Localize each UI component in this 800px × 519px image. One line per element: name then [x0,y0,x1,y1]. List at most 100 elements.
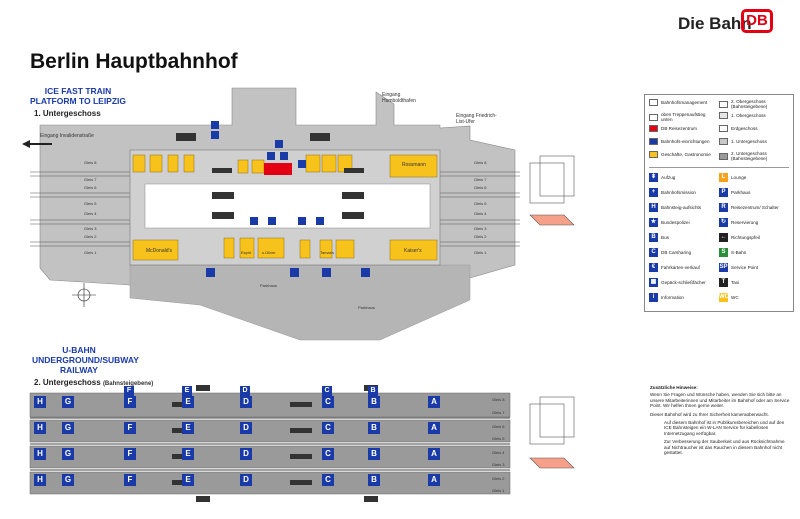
legend-swatch [719,138,728,145]
platform-section-f: F [124,422,136,434]
legend-swatch-item: Bahnhofsmanagement [649,99,715,106]
platform-section-e: E [182,422,194,434]
legend-icon: WC [719,293,729,302]
platform-section-g: G [62,422,74,434]
legend-icon: ★ [649,218,658,227]
legend-swatch [649,151,658,158]
label-parkhaus-1: Parkhaus [260,283,277,288]
platform-section-h: H [34,448,46,460]
shops-bottom-row [132,237,438,261]
direction-arrow [22,140,52,148]
notes-line: Wenn Sie Fragen und Wünsche haben, wende… [650,392,790,409]
legend-label: Reisezentrum/ Schalter [731,205,779,210]
notes-line: Zur Verbesserung der Sauberkeit und aus … [664,439,785,456]
platform-section-d: D [240,422,252,434]
legend-label: Gepäck-schließfächer [661,280,706,285]
legend-swatch [649,125,658,132]
legend-label: Bus [661,235,669,240]
track-label: Gleis 8 [492,397,505,402]
legend-label: Information [661,295,684,300]
legend-label: Richtungspfeil [731,235,760,240]
legend-label: 2. Obergeschoss (Bahnsteigebene) [731,99,768,109]
lower-platforms [29,392,511,495]
legend-icon: T [719,278,728,287]
upper-roof-area [129,264,471,341]
legend-label: Service Point [731,265,759,270]
platform-section-top-d: D [240,386,250,396]
platform-section-top-e: E [182,386,192,396]
legend-label: Bahnhofs-einrichtungen [661,139,710,144]
track-label: Gleis 3 [84,226,97,231]
legend-swatch-item: 2. Untergeschoss (Bahnsteigebene) [719,151,791,161]
platform-section-h: H [34,422,46,434]
legend-icon: SP [719,263,728,272]
legend-icon: L [719,173,728,182]
platform-section-e: E [182,448,194,460]
track-label: Gleis 7 [84,177,97,182]
platform-section-top-f: F [124,386,134,396]
track-label: Gleis 2 [474,234,487,239]
label-parkhaus-2: Parkhaus [358,305,375,310]
station-3d-icon-upper [529,155,575,226]
legend-swatch-item: Geschäfte, Gastronomie [649,151,715,158]
platform-section-g: G [62,448,74,460]
platform-section-g: G [62,474,74,486]
legend-label: WC [731,295,739,300]
lower-level-main: 2. Untergeschoss [34,378,101,387]
platform-section-b: B [368,396,380,408]
platform-section-a: A [428,474,440,486]
legend-icon-item: €Fahrkarten-verkauf [649,263,715,272]
legend-icon-item: ★Bundespolizei [649,218,715,227]
entrance-label-friedrich-list: Eingang Friedrich-List-Ufer [456,113,497,125]
legend-swatch-item: Erdgeschoss [719,125,791,132]
track-label: Gleis 2 [492,476,505,481]
track-label: Gleis 5 [492,436,505,441]
legend-label: Lounge [731,175,747,180]
legend-icon-item: ↻Reservierung [719,218,791,227]
upper-heading-line2: PLATFORM TO LEIPZIG [30,96,127,106]
brand-name: Die Bahn [678,14,752,33]
lower-heading: U-BAHN UNDERGROUND/SUBWAY RAILWAY [32,345,139,375]
compass-rose [72,283,96,307]
platform-section-c: C [322,448,334,460]
legend-label: Bahnhofsmission [661,190,696,195]
upper-level-label: 1. Untergeschoss [34,109,101,118]
track-label: Gleis 1 [492,488,505,493]
station-3d-icon-lower [529,396,575,469]
notes-line: Auf diesem Bahnhof ist in Publikumsberei… [664,420,785,436]
lower-heading-line3: RAILWAY [60,365,98,375]
reisezentrum [264,163,292,175]
shop-soliver: s.Oliver [262,250,276,255]
upper-heading: ICE FAST TRAIN PLATFORM TO LEIPZIG [30,86,126,106]
legend-swatch-item: 2. Obergeschoss (Bahnsteigebene) [719,99,791,109]
track-label: Gleis 5 [474,201,487,206]
legend-icon: H [649,203,658,212]
legend-label: 2. Untergeschoss (Bahnsteigebene) [731,151,768,161]
legend-label: Aufzug [661,175,676,180]
platform-section-a: A [428,448,440,460]
platform-section-f: F [124,474,136,486]
platform-section-e: E [182,396,194,408]
shop-kaisers: Kaiser's [404,248,422,254]
lower-heading-line2: UNDERGROUND/SUBWAY [32,355,139,365]
track-label: Gleis 5 [84,201,97,206]
legend-label: Taxi [731,280,740,285]
track-label: Gleis 4 [492,450,505,455]
track-label: Gleis 8 [84,160,97,165]
platform-section-c: C [322,396,334,408]
escalators [176,133,364,219]
legend-icon: + [649,188,658,197]
platform-section-h: H [34,474,46,486]
shop-tamaris: Tamaris [320,250,335,255]
upper-tracks [30,171,520,247]
legend-swatch [649,113,658,121]
db-logo: DB [741,9,773,33]
